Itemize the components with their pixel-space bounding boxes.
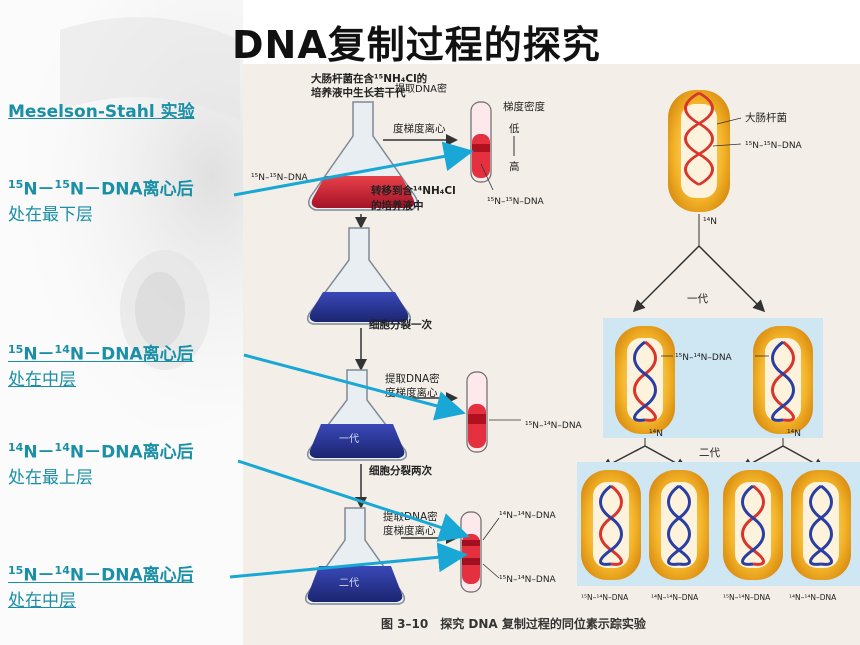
parent-cell xyxy=(668,90,730,212)
isotope-superscript: 15 xyxy=(8,178,24,191)
label-leader xyxy=(482,563,500,579)
transfer-line1: 转移到含¹⁴NH₄Cl xyxy=(371,184,456,197)
page-title: DNA复制过程的探究 xyxy=(232,23,601,67)
label-leader xyxy=(712,143,742,147)
flask-14n xyxy=(306,227,412,325)
label-leader xyxy=(716,117,742,125)
note-text: N－ xyxy=(23,442,55,463)
note-text: N－ xyxy=(23,344,55,365)
tube-2 xyxy=(466,371,488,453)
note-text: N－DNA离心后 xyxy=(69,344,194,365)
flask1-label-line1: 大肠杆菌在含¹⁵NH₄Cl的 xyxy=(311,72,427,85)
note-1514-b: 15N－14N－DNA离心后 处在中层 xyxy=(8,558,194,614)
ecoli-label: 大肠杆菌 xyxy=(745,111,787,124)
isotope-superscript: 15 xyxy=(8,343,24,356)
note-text: N－DNA离心后 xyxy=(69,442,194,463)
ecoli-dna-label: ¹⁵N–¹⁵N–DNA xyxy=(745,141,803,151)
gen1-right-label: 一代 xyxy=(687,293,708,305)
flask1-label-line2: 培养液中生长若干代 xyxy=(311,86,406,99)
density-low: 低 xyxy=(509,122,520,135)
gen2-cell-2 xyxy=(649,470,709,580)
n14-label-c: ¹⁴N xyxy=(787,429,801,439)
isotope-superscript: 15 xyxy=(8,564,24,577)
note-text: N－ xyxy=(23,179,55,200)
note-text: N－DNA离心后 xyxy=(69,565,194,586)
isotope-superscript: 14 xyxy=(54,343,70,356)
isotope-superscript: 14 xyxy=(54,564,70,577)
isotope-superscript: 14 xyxy=(54,441,70,454)
density-title: 梯度密度 xyxy=(503,100,545,113)
note-1414-line2: 处在最上层 xyxy=(8,467,93,488)
background-face-image xyxy=(0,0,243,645)
tube3-top-label: ¹⁴N–¹⁴N–DNA xyxy=(499,511,557,521)
note-1514-a-line1: 15N－14N－DNA离心后 xyxy=(8,337,194,368)
gen2-label-4: ¹⁴N–¹⁴N–DNA xyxy=(789,593,837,602)
flask1-dna-label: ¹⁵N–¹⁵N–DNA xyxy=(251,173,309,183)
extract1-line2: 度梯度离心 xyxy=(393,122,446,135)
isotope-superscript: 14 xyxy=(8,441,24,454)
textbook-figure: 大肠杆菌在含¹⁵NH₄Cl的 培养液中生长若干代 提取DNA密 提取DNA密 度… xyxy=(243,64,860,645)
gen2-label-2: ¹⁴N–¹⁴N–DNA xyxy=(651,593,699,602)
gen2-cell-3 xyxy=(723,470,783,580)
tube-1 xyxy=(470,101,492,183)
note-1514-b-line2: 处在中层 xyxy=(8,590,76,611)
label-leader xyxy=(480,163,494,191)
note-1514-b-line1: 15N－14N－DNA离心后 xyxy=(8,558,194,589)
divide-once: 细胞分裂一次 xyxy=(369,318,432,331)
note-1515: 15N－15N－DNA离心后 处在最下层 xyxy=(8,172,194,228)
note-1515-line2: 处在最下层 xyxy=(8,204,93,225)
tube-3 xyxy=(460,511,482,593)
divide-twice: 细胞分裂两次 xyxy=(369,464,432,477)
gen2-label-3: ¹⁵N–¹⁴N–DNA xyxy=(723,593,771,602)
gen2-label: 二代 xyxy=(699,447,720,459)
density-high: 高 xyxy=(509,160,520,173)
note-1414: 14N－14N－DNA离心后 处在最上层 xyxy=(8,435,194,491)
gen2-label-1: ¹⁵N–¹⁴N–DNA xyxy=(581,593,629,602)
note-text: N－DNA离心后 xyxy=(69,179,194,200)
figure-caption: 图 3–10 探究 DNA 复制过程的同位素示踪实验 xyxy=(381,616,647,631)
transfer-line2: 的培养液中 xyxy=(371,199,424,212)
tree-arrow xyxy=(698,245,766,313)
gen1-dna-label: ¹⁵N–¹⁴N–DNA xyxy=(675,353,733,363)
tree-arrow xyxy=(632,245,700,313)
extract2-line2: 度梯度离心 xyxy=(385,386,438,399)
tube2-dna-label: ¹⁵N–¹⁴N–DNA xyxy=(525,421,583,431)
gen1-cell-left xyxy=(615,326,675,434)
gen2-cell-4 xyxy=(791,470,851,580)
note-1514-a-line2: 处在中层 xyxy=(8,369,76,390)
extract1-line1: 提取DNA密 xyxy=(395,82,447,95)
flask3-gen-label: 一代 xyxy=(339,433,359,445)
label-leader xyxy=(482,517,500,541)
flask4-gen-label: 二代 xyxy=(339,577,359,589)
n14-label-a: ¹⁴N xyxy=(703,217,717,227)
note-1414-line1: 14N－14N－DNA离心后 xyxy=(8,435,194,466)
extract3-line2: 度梯度离心 xyxy=(383,524,436,537)
isotope-superscript: 15 xyxy=(54,178,70,191)
experiment-label-text: Meselson-Stahl 实验 xyxy=(8,102,195,122)
n14-label-b: ¹⁴N xyxy=(649,429,663,439)
gen2-cell-1 xyxy=(581,470,641,580)
gen1-cell-right xyxy=(753,326,813,434)
note-1515-line1: 15N－15N－DNA离心后 xyxy=(8,172,194,203)
note-text: N－ xyxy=(23,565,55,586)
experiment-label: Meselson-Stahl 实验 xyxy=(8,100,195,125)
extract3-line1: 提取DNA密 xyxy=(383,510,438,523)
note-1514-a: 15N－14N－DNA离心后 处在中层 xyxy=(8,337,194,393)
tube1-dna-label: ¹⁵N–¹⁵N–DNA xyxy=(487,197,545,207)
tube3-bottom-label: ¹⁵N–¹⁴N–DNA xyxy=(499,575,557,585)
extract2-line1: 提取DNA密 xyxy=(385,372,440,385)
